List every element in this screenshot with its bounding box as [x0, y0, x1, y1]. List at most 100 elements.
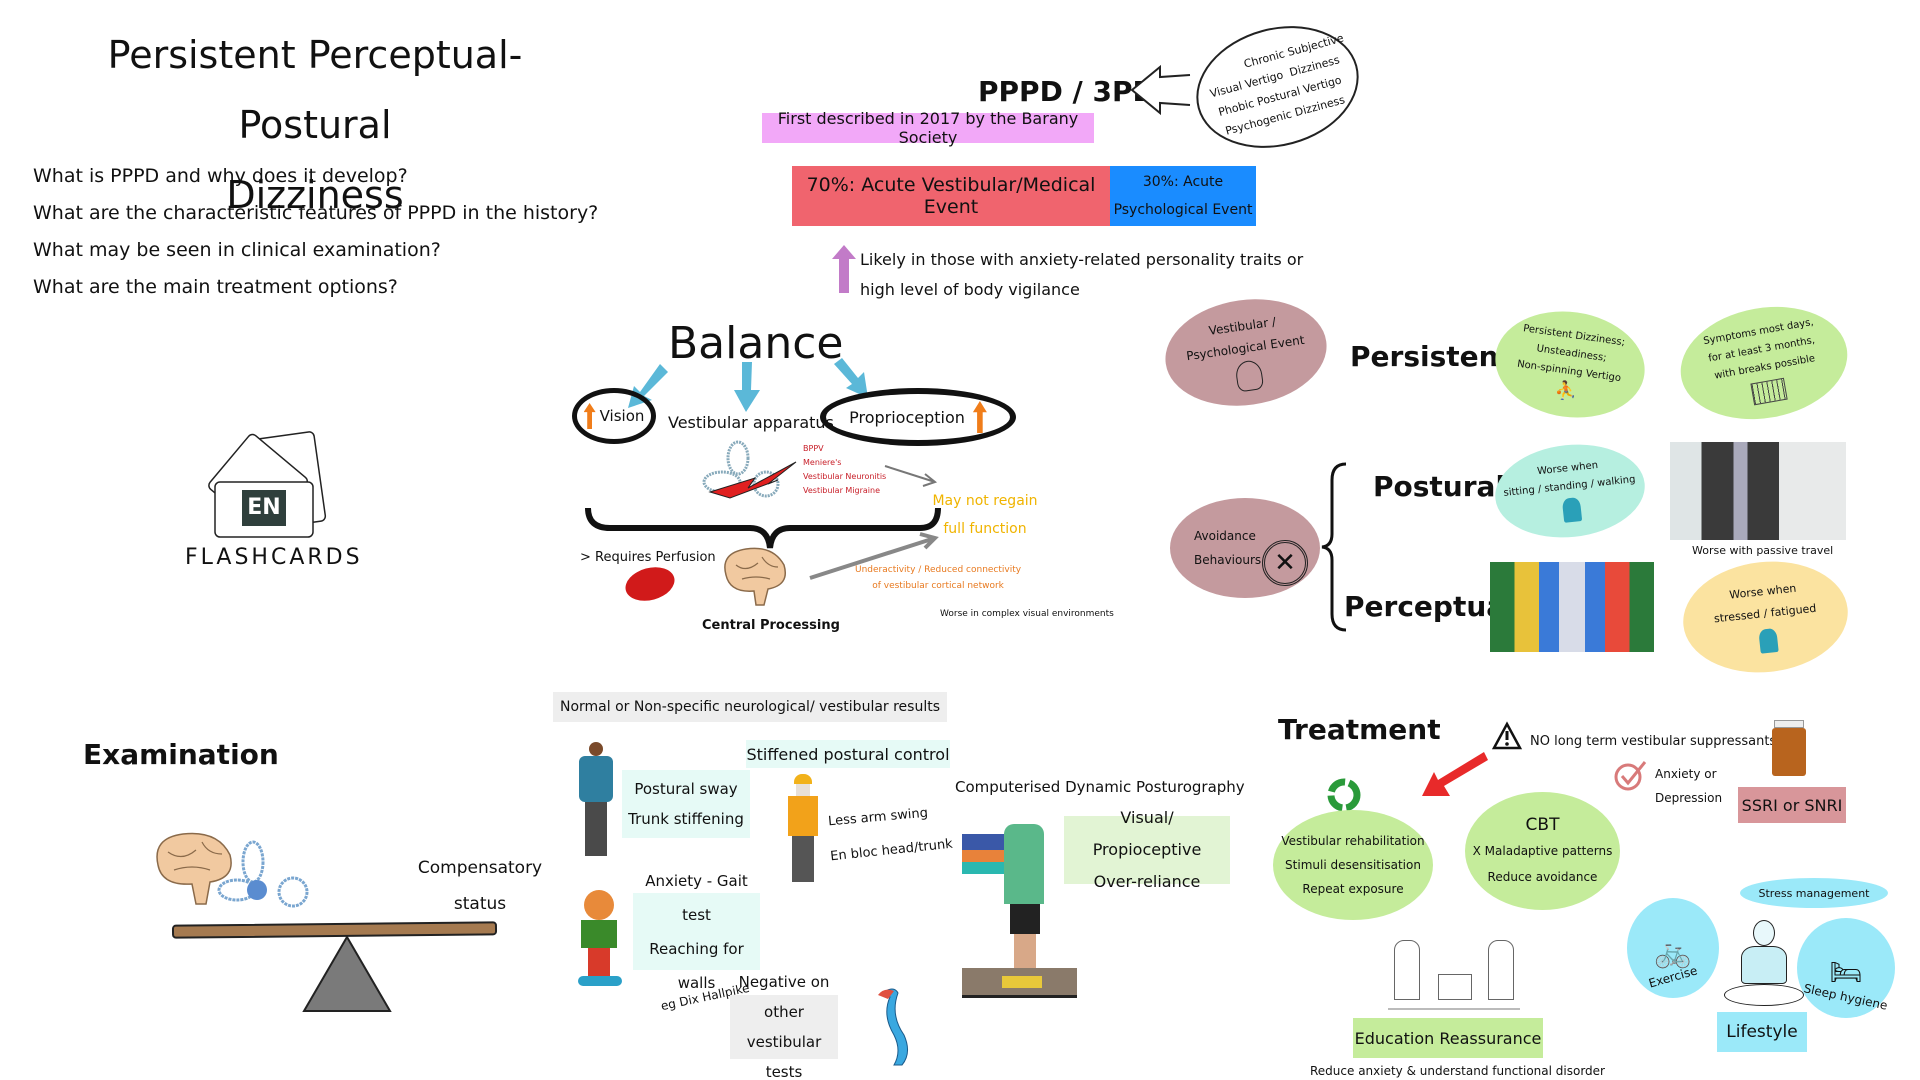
stress-line-2: stressed / fatigued	[1713, 601, 1817, 626]
network-line-2: of vestibular cortical network	[872, 581, 1004, 591]
compensatory-status: Compensatory status	[415, 850, 545, 922]
cause-menieres: Meniere's	[803, 458, 842, 467]
title-line-2: Dizziness	[226, 173, 404, 217]
cbt-title: CBT	[1525, 815, 1560, 835]
warning-icon	[1491, 721, 1523, 750]
central-processing-label: Central Processing	[702, 618, 840, 633]
avoidance-line-1: Avoidance	[1194, 529, 1256, 543]
outcome-line-2: full function	[943, 521, 1027, 537]
cause-migraine: Vestibular Migraine	[803, 486, 881, 495]
anxiety-depression-line-1: Anxiety or	[1655, 767, 1717, 781]
stiffened-control-box: Stiffened postural control	[746, 740, 950, 768]
supermarket-aisle-photo	[1490, 562, 1654, 652]
brain-icon	[156, 832, 232, 905]
psychological-trigger-segment: 30%: Acute Psychological Event	[1110, 166, 1256, 226]
red-arrow-icon	[1422, 752, 1488, 796]
postural-bubble: Worse when sitting / standing / walking	[1490, 437, 1650, 545]
visual-line-1: Visual/ Propioceptive	[1092, 808, 1202, 859]
lifestyle-box: Lifestyle	[1717, 1012, 1807, 1052]
unstable-figure-icon: ⛹	[1553, 378, 1579, 403]
title-line-1: Persistent Perceptual-Postural	[107, 33, 523, 147]
first-described-banner: First described in 2017 by the Barany So…	[762, 109, 1094, 147]
increase-arrow-icon	[583, 403, 596, 429]
stress-bubble: Worse when stressed / fatigued	[1677, 553, 1854, 681]
question-3: What may be seen in clinical examination…	[33, 239, 441, 261]
rehab-line-2: Stimuli desensitisation	[1285, 858, 1421, 872]
question-1: What is PPPD and why does it develop?	[33, 165, 408, 187]
en-bloc-note: En bloc head/trunk	[829, 836, 954, 865]
features-brace	[1321, 462, 1347, 632]
outcome-line-1: May not regain	[932, 493, 1038, 509]
rehab-line-3: Repeat exposure	[1302, 882, 1404, 896]
negative-line-1: Negative on other	[738, 973, 830, 1021]
recycle-icon	[1327, 778, 1361, 812]
brain-icon	[724, 547, 786, 606]
worker-figure	[786, 774, 820, 886]
acronym: PPPD / 3PD	[978, 75, 1156, 108]
postural-heading: Postural:	[1373, 470, 1517, 503]
rehab-bubble: Vestibular rehabilitation Stimuli desens…	[1273, 810, 1433, 920]
ssri-box: SSRI or SNRI	[1738, 787, 1846, 823]
bicycle-icon: 🚲	[1654, 935, 1692, 970]
perfusion-label: > Requires Perfusion	[580, 550, 716, 565]
cbt-line-2: Reduce avoidance	[1487, 870, 1598, 884]
exercise-bubble: 🚲 Exercise	[1627, 898, 1719, 998]
cbt-bubble: CBT X Maladaptive patterns Reduce avoida…	[1465, 792, 1620, 910]
anxiety-gait-box: Anxiety - Gait test Reaching for walls	[633, 872, 760, 992]
up-arrow-icon	[832, 245, 856, 293]
cbt-line-1: X Maladaptive patterns	[1472, 844, 1613, 858]
arm-swing-note: Less arm swing	[827, 805, 929, 830]
meditation-figure-icon	[1722, 920, 1806, 1012]
vision-label: Vision	[599, 407, 645, 425]
visual-over-reliance-box: Visual/ Propioceptive Over-reliance	[1064, 808, 1230, 891]
risk-line-2: high level of body vigilance	[860, 280, 1080, 299]
escalator-caption: Worse with passive travel	[1692, 544, 1834, 557]
bed-icon: 🛏	[1829, 958, 1863, 988]
education-subtitle: Reduce anxiety & understand functional d…	[1310, 1064, 1605, 1078]
risk-line-1: Likely in those with anxiety-related per…	[860, 250, 1304, 269]
cause-bppv: BPPV	[803, 444, 824, 453]
question-4: What are the main treatment options?	[33, 276, 398, 298]
event-bubble: Vestibular / Psychological Event	[1158, 289, 1334, 416]
negative-tests-box: Negative on other vestibular tests	[730, 973, 838, 1080]
anxious-boy-figure	[570, 890, 630, 990]
network-line-1: Underactivity / Reduced connectivity	[855, 565, 1022, 575]
arrows-to-outcome	[585, 465, 941, 580]
vision-circle: Vision	[572, 388, 656, 444]
vestibular-causes: BPPV Meniere's Vestibular Neuronitis Ves…	[803, 442, 886, 498]
anxiety-depression: Anxiety or Depression	[1655, 762, 1722, 810]
cortical-network-note: Underactivity / Reduced connectivity of …	[855, 562, 1021, 594]
education-box: Education Reassurance	[1353, 1018, 1543, 1058]
stress-management-bubble: Stress management	[1740, 878, 1888, 908]
arrow-to-proprioception-icon	[834, 358, 868, 398]
logo-mark: EN	[242, 490, 286, 526]
compensatory-line-1: Compensatory	[417, 858, 543, 878]
anxiety-depression-line-2: Depression	[1655, 791, 1723, 805]
sway-line-1: Postural sway	[634, 780, 738, 798]
cause-neuronitis: Vestibular Neuronitis	[803, 472, 887, 481]
normal-results-box: Normal or Non-specific neurological/ ves…	[553, 692, 947, 722]
rehab-line-1: Vestibular rehabilitation	[1281, 834, 1425, 848]
arrow-to-vestibular-icon	[734, 362, 760, 412]
proprioception-circle: Proprioception	[820, 388, 1016, 446]
cdp-label: Computerised Dynamic Posturography	[955, 778, 1245, 796]
persistent-bubble: Persistent Dizziness; Unsteadiness; Non-…	[1488, 302, 1652, 427]
treatment-heading: Treatment	[1278, 713, 1441, 746]
key-questions: What is PPPD and why does it develop? Wh…	[33, 158, 598, 306]
proprioception-label: Proprioception	[849, 407, 965, 427]
persistent-heading: Persistent:	[1350, 340, 1524, 373]
vestibular-label: Vestibular apparatus	[668, 413, 834, 432]
balance-title: Balance	[668, 318, 844, 369]
inner-ear-icon	[217, 840, 309, 908]
anxiety-line-1: Anxiety - Gait test	[645, 871, 748, 924]
flashcards-logo: EN FLASHCARDS	[180, 430, 380, 570]
logo-text: FLASHCARDS	[185, 545, 363, 570]
sway-line-2: Trunk stiffening	[628, 810, 744, 828]
meditating-person-icon	[1757, 627, 1779, 654]
checkmark-icon	[1614, 761, 1647, 791]
page-title: Persistent Perceptual-Postural Dizziness	[40, 20, 590, 230]
posturography-photo	[962, 808, 1112, 1003]
question-2: What are the characteristic features of …	[33, 202, 599, 224]
suppressants-warning: NO long term vestibular suppressants	[1530, 734, 1777, 749]
postural-sway-box: Postural sway Trunk stiffening	[622, 770, 750, 838]
